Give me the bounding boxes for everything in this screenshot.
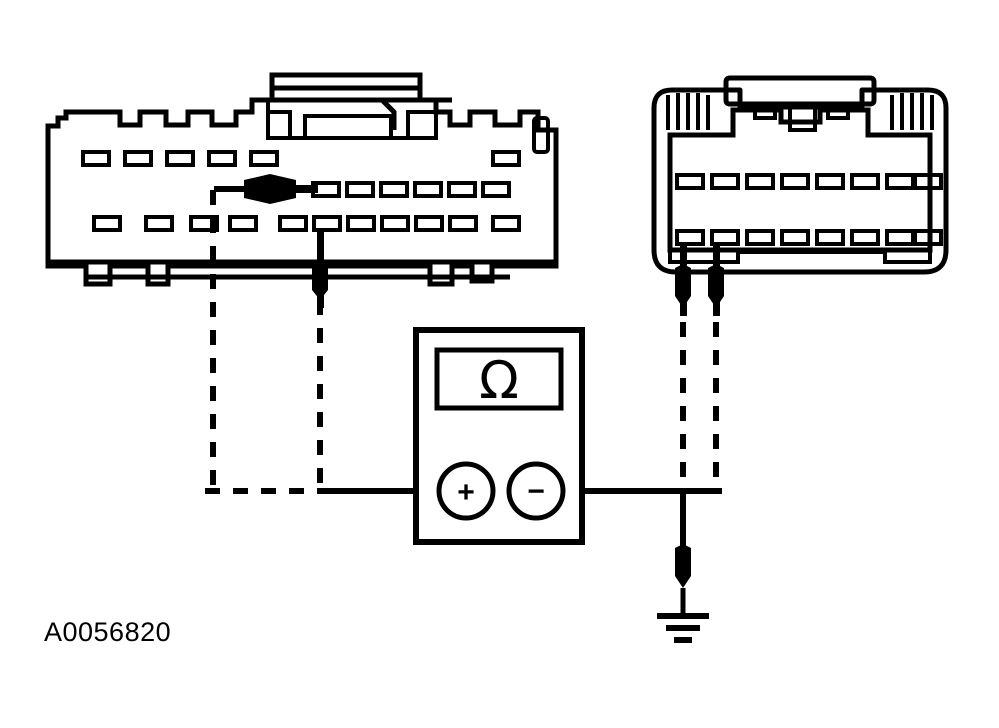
pin <box>228 215 258 232</box>
test-probe-horizontal[interactable] <box>214 174 318 204</box>
left-connector-edge-slot <box>532 116 550 154</box>
pin <box>144 215 174 232</box>
right-harness-connector[interactable] <box>651 75 949 316</box>
pin <box>913 173 943 190</box>
pin <box>447 181 477 198</box>
pin <box>745 173 775 190</box>
pin <box>81 150 111 167</box>
right-connector-inner-face <box>667 107 933 253</box>
ohmmeter-display <box>434 347 564 411</box>
left-connector-body-outline <box>45 85 559 265</box>
pin <box>491 215 521 232</box>
right-connector-grip-right <box>890 93 934 130</box>
pin <box>165 150 195 167</box>
pin <box>189 215 219 232</box>
test-probe-vertical[interactable] <box>312 228 328 308</box>
right-connector-bottom-skirt <box>668 250 932 264</box>
pin <box>710 173 740 190</box>
pin <box>815 229 845 246</box>
pin <box>885 229 915 246</box>
pin <box>207 150 237 167</box>
left-connector-latch <box>269 72 423 103</box>
pin <box>780 173 810 190</box>
chassis-ground <box>657 544 709 643</box>
right-connector-grip-left <box>666 93 710 130</box>
ground-probe-icon <box>675 544 691 588</box>
ohmmeter-negative-label: − <box>527 475 545 508</box>
pin <box>123 150 153 167</box>
pin <box>913 229 943 246</box>
pin <box>278 215 308 232</box>
left-connector-bottom-rail <box>45 262 559 287</box>
figure-label: A0056820 <box>44 617 172 647</box>
right-connector-shell <box>651 87 949 275</box>
pin <box>380 215 410 232</box>
right-connector-pin-row-bottom <box>675 229 943 246</box>
pin <box>413 181 443 198</box>
test-probe-right-1[interactable] <box>675 243 691 316</box>
pin <box>448 215 478 232</box>
pin <box>710 229 740 246</box>
right-connector-latch-detail <box>753 103 850 132</box>
left-connector-pin-row-bottom <box>92 215 521 232</box>
pin <box>675 173 705 190</box>
right-connector-latch-bar <box>723 75 877 107</box>
ohmmeter-display-symbol: Ω <box>479 351 519 411</box>
pin <box>249 150 279 167</box>
left-connector-latch-detail-left <box>268 110 292 138</box>
test-probe-right-2[interactable] <box>708 243 724 316</box>
ohmmeter[interactable]: Ω + − <box>413 327 585 545</box>
left-connector-pin-row-middle <box>311 181 511 198</box>
pin <box>414 215 444 232</box>
left-connector-pin-row-top <box>81 150 521 167</box>
left-connector-latch-inner <box>266 100 438 140</box>
left-connector-latch-bevel <box>380 98 397 130</box>
ohmmeter-positive-label: + <box>457 476 475 509</box>
left-connector-latch-detail-right <box>406 110 436 138</box>
pin <box>346 215 376 232</box>
pin <box>92 215 122 232</box>
left-connector-latch-window <box>303 114 393 140</box>
pin <box>780 229 810 246</box>
right-connector-pin-row-top <box>675 173 943 190</box>
ohmmeter-negative-terminal[interactable] <box>506 461 566 521</box>
pin <box>675 229 705 246</box>
pin <box>481 181 511 198</box>
pin <box>345 181 375 198</box>
pin <box>745 229 775 246</box>
pin <box>379 181 409 198</box>
ohmmeter-positive-terminal[interactable] <box>436 461 496 521</box>
left-harness-connector[interactable] <box>45 72 559 308</box>
pin <box>815 173 845 190</box>
pin <box>491 150 521 167</box>
pin <box>312 215 342 232</box>
pin <box>850 173 880 190</box>
pin <box>885 173 915 190</box>
pin <box>850 229 880 246</box>
